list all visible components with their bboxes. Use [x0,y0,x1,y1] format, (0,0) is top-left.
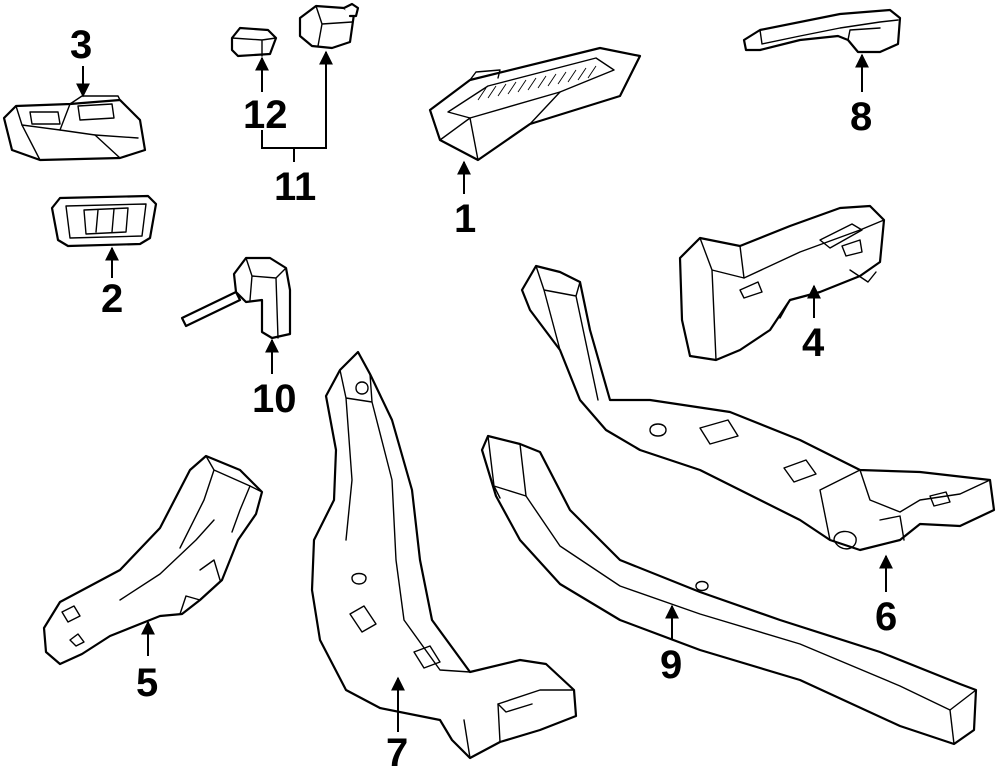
part-11-sensor [298,2,360,50]
callout-2: 2 [101,277,123,321]
part-3-vent-assembly [2,95,147,162]
part-2-grille [50,194,158,248]
callout-7: 7 [386,731,408,771]
part-9-long-duct [480,434,978,746]
callout-6: 6 [875,595,897,639]
callout-11: 11 [274,165,316,209]
part-6-rear-floor-duct [520,264,996,552]
leader-lines [76,50,893,732]
callout-12: 12 [243,93,288,137]
callout-10: 10 [252,377,297,421]
callout-5: 5 [136,661,158,705]
callout-labels: 3 2 12 11 10 1 8 4 6 9 5 7 [70,23,897,771]
part-8-bracket [742,8,902,54]
callout-8: 8 [850,95,872,139]
callout-4: 4 [802,321,825,365]
part-1-filter-housing [428,46,642,162]
part-4-rear-duct [678,204,886,362]
callout-1: 1 [454,197,476,241]
part-5-side-duct [42,454,264,666]
part-10-actuator [180,256,292,340]
callout-3: 3 [70,23,92,67]
callout-9: 9 [660,643,682,687]
part-7-floor-duct [310,350,578,760]
part-12-clip [230,26,278,58]
